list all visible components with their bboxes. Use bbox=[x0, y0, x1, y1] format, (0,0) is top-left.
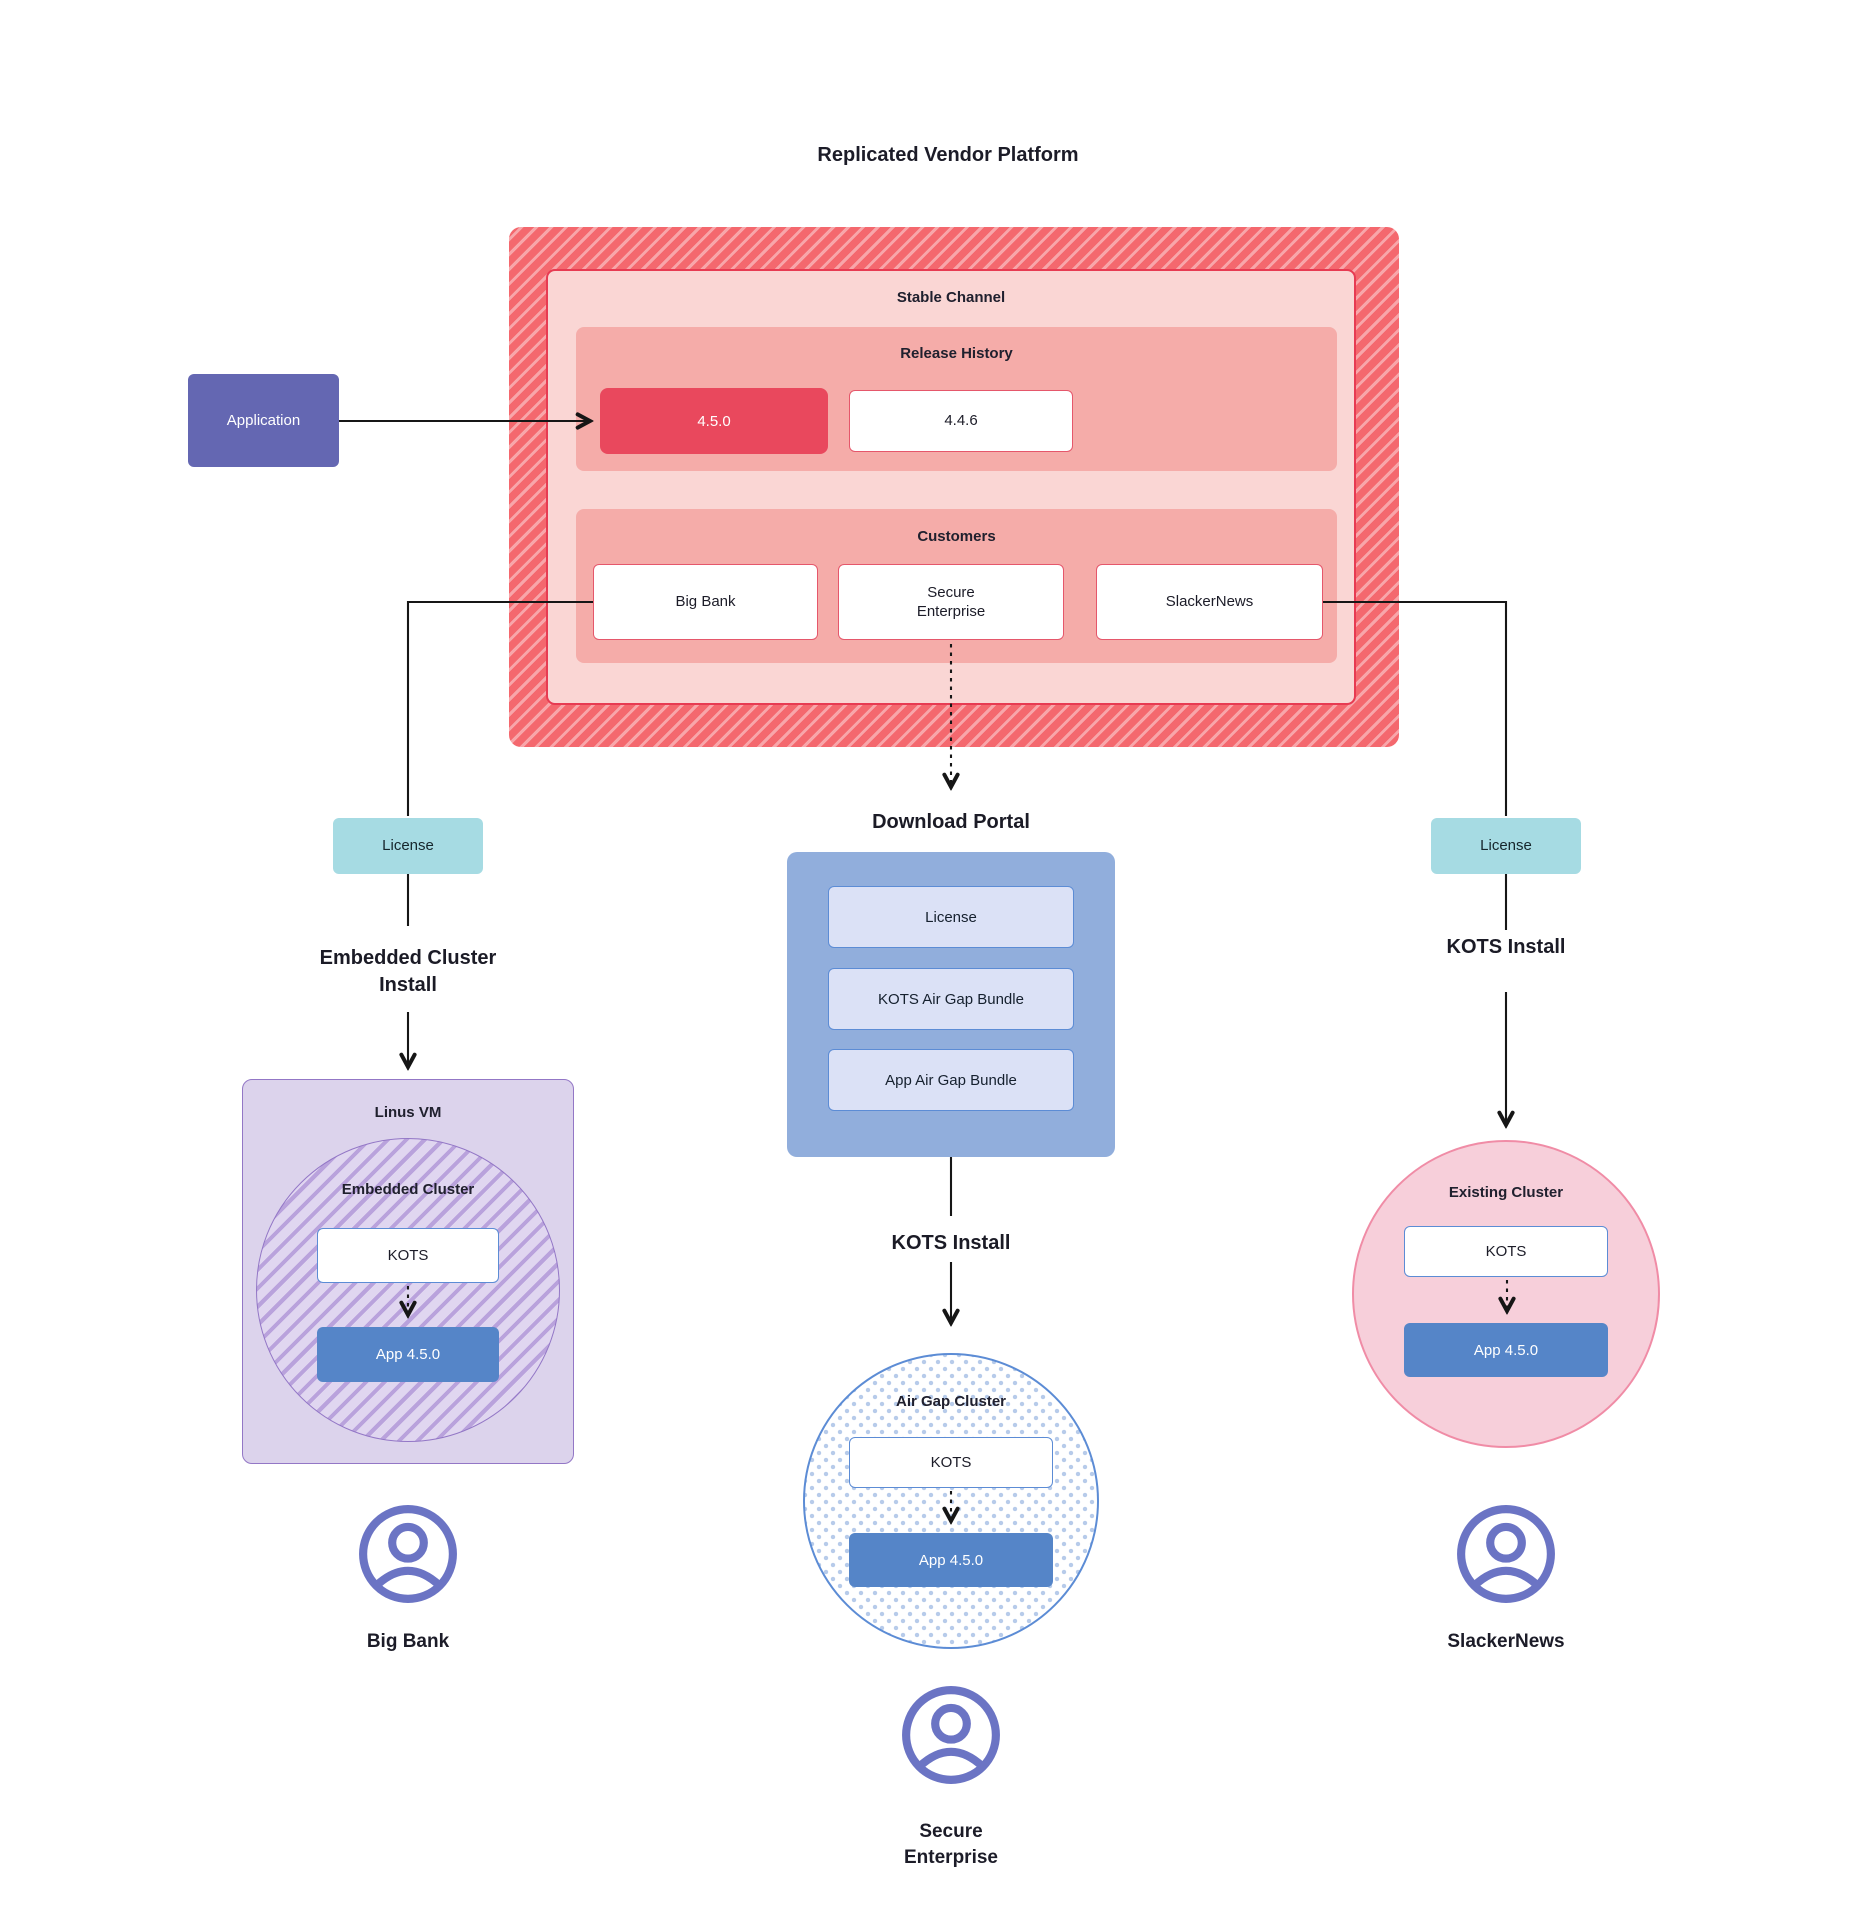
customer-name-secure-enterprise: Secure Enterprise bbox=[904, 1821, 998, 1868]
air-gap-cluster-label: Air Gap Cluster bbox=[895, 1392, 1007, 1410]
portal-item-app-airgap-bundle: App Air Gap Bundle bbox=[828, 1049, 1074, 1111]
license-box-right: License bbox=[1431, 818, 1581, 874]
embedded-cluster-install-label: Embedded Cluster Install bbox=[319, 947, 497, 996]
user-icon-slackernews bbox=[1457, 1505, 1555, 1603]
embedded-cluster-label: Embedded Cluster bbox=[341, 1180, 475, 1198]
stable-channel-label: Stable Channel bbox=[896, 288, 1006, 306]
kots-box-middle: KOTS bbox=[849, 1437, 1053, 1488]
customer-name-slackernews: SlackerNews bbox=[1447, 1631, 1565, 1652]
customer-slackernews: SlackerNews bbox=[1096, 564, 1323, 640]
customer-secure-enterprise: Secure Enterprise bbox=[838, 564, 1064, 640]
license-box-left: License bbox=[333, 818, 483, 874]
customer-big-bank: Big Bank bbox=[593, 564, 818, 640]
app-box-middle: App 4.5.0 bbox=[849, 1533, 1053, 1587]
portal-item-license: License bbox=[828, 886, 1074, 948]
customers-label: Customers bbox=[917, 527, 996, 545]
kots-install-label-right: KOTS Install bbox=[1446, 935, 1566, 958]
kots-box-left: KOTS bbox=[317, 1228, 499, 1283]
linus-vm-label: Linus VM bbox=[374, 1103, 442, 1121]
user-icon-big-bank bbox=[359, 1505, 457, 1603]
app-box-right: App 4.5.0 bbox=[1404, 1323, 1608, 1377]
diagram-title: Replicated Vendor Platform bbox=[817, 143, 1079, 166]
existing-cluster-label: Existing Cluster bbox=[1448, 1183, 1564, 1201]
kots-box-right: KOTS bbox=[1404, 1226, 1608, 1277]
user-icon-secure-enterprise bbox=[902, 1686, 1000, 1784]
application-box: Application bbox=[188, 374, 339, 467]
release-version-current: 4.5.0 bbox=[600, 388, 828, 454]
download-portal-label: Download Portal bbox=[872, 810, 1030, 833]
kots-install-label-middle: KOTS Install bbox=[891, 1231, 1011, 1254]
release-history-label: Release History bbox=[900, 344, 1013, 362]
app-box-left: App 4.5.0 bbox=[317, 1327, 499, 1382]
customer-name-big-bank: Big Bank bbox=[366, 1631, 450, 1652]
portal-item-kots-airgap-bundle: KOTS Air Gap Bundle bbox=[828, 968, 1074, 1030]
release-version-previous: 4.4.6 bbox=[849, 390, 1073, 452]
